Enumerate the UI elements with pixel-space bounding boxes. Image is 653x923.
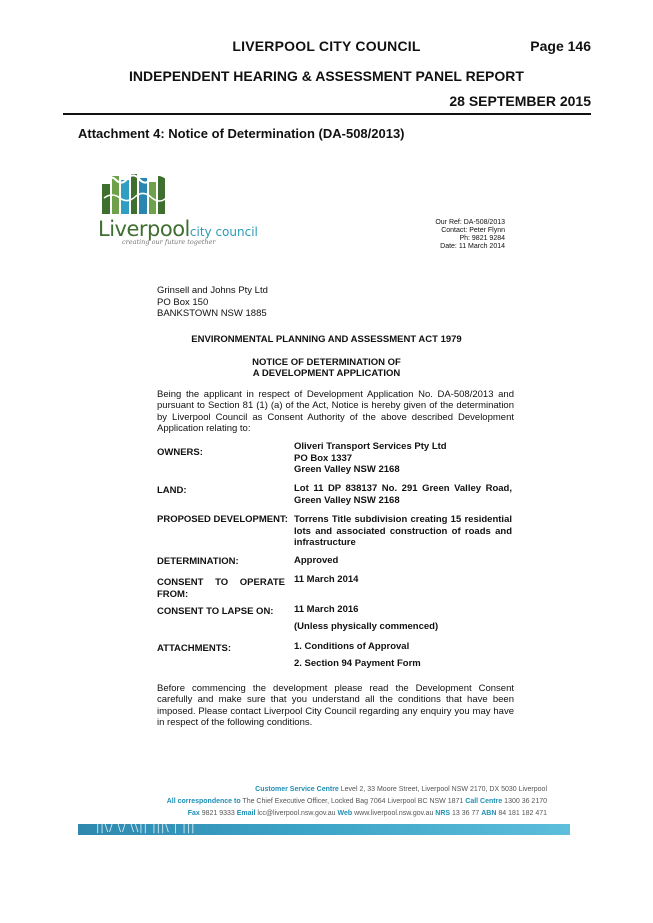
- intro-paragraph: Being the applicant in respect of Develo…: [157, 389, 514, 434]
- phone: Ph: 9821 9284: [459, 235, 505, 242]
- liverpool-logo: Liverpoolcity council creating our futur…: [98, 172, 258, 252]
- footer-corr-key: All correspondence to: [166, 798, 241, 805]
- closing-paragraph: Before commencing the development please…: [157, 683, 514, 728]
- logo-word-city-council: city council: [189, 225, 258, 239]
- operate-word: OPERATE: [239, 577, 285, 588]
- from-word: FROM:: [157, 588, 189, 600]
- owners-line2: PO Box 1337: [294, 452, 353, 464]
- page-number: Page 146: [530, 38, 591, 54]
- to-word: TO: [215, 577, 229, 588]
- logo-wordmark: Liverpoolcity council: [98, 217, 258, 241]
- council-name: LIVERPOOL CITY COUNCIL: [232, 38, 421, 54]
- footer-contacts: Fax 9821 9333 Email lcc@liverpool.nsw.go…: [188, 810, 547, 817]
- footer-fax-key: Fax: [187, 810, 200, 817]
- footer-email-key: Email: [236, 810, 256, 817]
- attachment-item-1: 1. Conditions of Approval: [294, 641, 410, 652]
- land-label: LAND:: [157, 485, 187, 496]
- footer-call-text: 1300 36 2170: [502, 798, 547, 805]
- footer-fax-text: 9821 9333: [199, 810, 237, 817]
- lapse-note: (Unless physically commenced): [294, 620, 439, 632]
- determination-label: DETERMINATION:: [157, 556, 239, 567]
- act-title: ENVIRONMENTAL PLANNING AND ASSESSMENT AC…: [191, 334, 462, 345]
- footer-csc-text: Level 2, 33 Moore Street, Liverpool NSW …: [338, 786, 547, 793]
- consent-operate-label: CONSENT TO OPERATE FROM:: [157, 577, 291, 600]
- logo-emblem-icon: [102, 174, 167, 214]
- owners-line1: Oliveri Transport Services Pty Ltd: [294, 441, 447, 452]
- header-divider: [63, 113, 591, 115]
- notice-title-line2: A DEVELOPMENT APPLICATION: [252, 368, 401, 379]
- notice-title: NOTICE OF DETERMINATION OF A DEVELOPMENT…: [0, 357, 653, 379]
- footer-colour-band: ||\/ \/ \\|| |||\ | |||: [78, 823, 570, 835]
- reference-block: Our Ref: DA-508/2013 Contact: Peter Flyn…: [435, 219, 505, 251]
- determination-value: Approved: [294, 555, 339, 566]
- footer-web-text: www.liverpool.nsw.gov.au: [352, 810, 436, 817]
- logo-word-liverpool: Liverpool: [98, 217, 190, 241]
- owners-line3: Green Valley NSW 2168: [294, 464, 400, 475]
- footer-web-key: Web: [337, 810, 353, 817]
- consent-operate-value: 11 March 2014: [294, 574, 359, 585]
- footer-email-text: lcc@liverpool.nsw.gov.au: [255, 810, 338, 817]
- owners-value: Oliveri Transport Services Pty Ltd PO Bo…: [294, 441, 512, 476]
- addressee-suburb: BANKSTOWN NSW 1885: [157, 308, 267, 319]
- footer-abn-text: 84 181 182 471: [496, 810, 547, 817]
- proposed-development-label: PROPOSED DEVELOPMENT:: [157, 514, 288, 525]
- footer-customer-service: Customer Service Centre Level 2, 33 Moor…: [255, 786, 547, 793]
- our-ref: Our Ref: DA-508/2013: [435, 219, 505, 226]
- footer-nrs-key: NRS: [435, 810, 451, 817]
- letter-date: Date: 11 March 2014: [440, 243, 505, 250]
- footer-abn-key: ABN: [481, 810, 497, 817]
- addressee-po-box: PO Box 150: [157, 296, 209, 308]
- owners-label: OWNERS:: [157, 447, 203, 458]
- proposed-development-value: Torrens Title subdivision creating 15 re…: [294, 514, 512, 548]
- attachment-item-2: 2. Section 94 Payment Form: [294, 657, 421, 669]
- consent-lapse-value: 11 March 2016 (Unless physically commenc…: [294, 604, 512, 632]
- attachment-title: Attachment 4: Notice of Determination (D…: [78, 126, 405, 141]
- lapse-date: 11 March 2016: [294, 604, 359, 615]
- footer-call-key: Call Centre: [465, 798, 503, 805]
- footer-csc-key: Customer Service Centre: [255, 786, 339, 793]
- report-title: INDEPENDENT HEARING & ASSESSMENT PANEL R…: [129, 68, 524, 84]
- land-value: Lot 11 DP 838137 No. 291 Green Valley Ro…: [294, 483, 512, 506]
- footer-correspondence: All correspondence to The Chief Executiv…: [167, 798, 547, 805]
- contact: Contact: Peter Flynn: [441, 227, 505, 234]
- footer-corr-text: The Chief Executive Officer, Locked Bag …: [240, 798, 466, 805]
- band-decoration-icon: ||\/ \/ \\|| |||\ | |||: [96, 823, 196, 834]
- attachments-list: 1. Conditions of Approval 2. Section 94 …: [294, 641, 512, 669]
- notice-title-line1: NOTICE OF DETERMINATION OF: [252, 357, 401, 368]
- logo-tagline: creating our future together: [122, 238, 216, 246]
- report-date: 28 SEPTEMBER 2015: [449, 93, 591, 109]
- consent-word: CONSENT: [157, 577, 204, 588]
- consent-lapse-label: CONSENT TO LAPSE ON:: [157, 606, 274, 617]
- scan-noise: · · · · · · · · · · · ·: [100, 140, 412, 146]
- footer-nrs-text: 13 36 77: [450, 810, 482, 817]
- addressee-name: Grinsell and Johns Pty Ltd: [157, 285, 268, 296]
- attachments-label: ATTACHMENTS:: [157, 643, 232, 654]
- addressee-block: Grinsell and Johns Pty Ltd PO Box 150 BA…: [157, 285, 268, 320]
